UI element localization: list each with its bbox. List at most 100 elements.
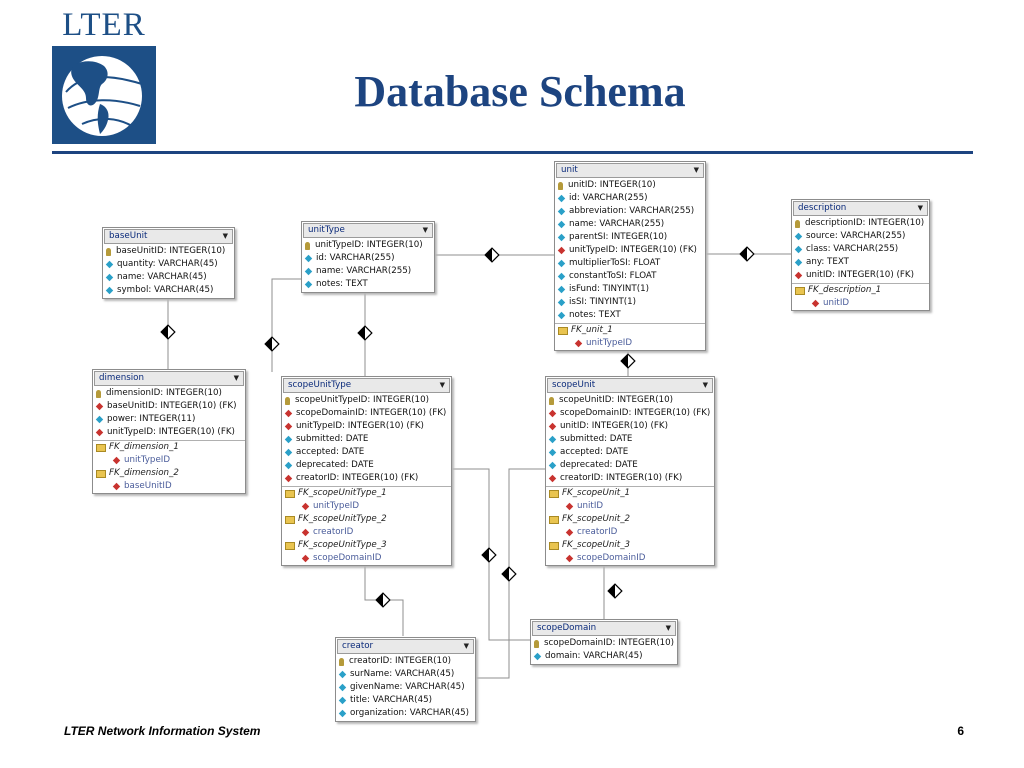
column-row[interactable]: multiplierToSI: FLOAT [555, 257, 705, 270]
table-scopeUnit[interactable]: scopeUnit ▼ scopeUnitID: INTEGER(10)scop… [545, 376, 715, 566]
column-row[interactable]: submitted: DATE [282, 433, 451, 446]
column-row[interactable]: unitID: INTEGER(10) [555, 179, 705, 192]
foreign-key-row[interactable]: FK_scopeUnitType_3 [282, 539, 451, 552]
column-row[interactable]: abbreviation: VARCHAR(255) [555, 205, 705, 218]
foreign-key-row[interactable]: FK_scopeUnitType_2 [282, 513, 451, 526]
column-row[interactable]: notes: TEXT [302, 278, 434, 291]
column-row[interactable]: scopeUnitID: INTEGER(10) [546, 394, 714, 407]
chevron-down-icon[interactable]: ▼ [693, 166, 699, 174]
chevron-down-icon[interactable]: ▼ [665, 624, 671, 632]
column-row[interactable]: deprecated: DATE [282, 459, 451, 472]
column-row[interactable]: unitID: INTEGER(10) (FK) [546, 420, 714, 433]
chevron-down-icon[interactable]: ▼ [702, 381, 708, 389]
foreign-key-row[interactable]: FK_unit_1 [555, 324, 705, 337]
table-creator[interactable]: creator ▼ creatorID: INTEGER(10)surName:… [335, 637, 476, 722]
table-header[interactable]: unitType ▼ [303, 223, 433, 238]
column-row[interactable]: isFund: TINYINT(1) [555, 283, 705, 296]
column-row[interactable]: submitted: DATE [546, 433, 714, 446]
column-row[interactable]: name: VARCHAR(255) [302, 265, 434, 278]
column-label: source: VARCHAR(255) [806, 231, 906, 241]
table-header[interactable]: scopeUnit ▼ [547, 378, 713, 393]
table-header[interactable]: scopeUnitType ▼ [283, 378, 450, 393]
column-row[interactable]: quantity: VARCHAR(45) [103, 258, 234, 271]
table-header[interactable]: dimension ▼ [94, 371, 244, 386]
table-unit[interactable]: unit ▼ unitID: INTEGER(10)id: VARCHAR(25… [554, 161, 706, 351]
cyan-diamond-icon [557, 194, 566, 203]
foreign-key-row[interactable]: FK_dimension_2 [93, 467, 245, 480]
column-row[interactable]: descriptionID: INTEGER(10) [792, 217, 929, 230]
foreign-key-column: unitTypeID [282, 500, 451, 513]
column-list: dimensionID: INTEGER(10)baseUnitID: INTE… [93, 387, 245, 440]
foreign-key-column: unitTypeID [555, 337, 705, 350]
table-baseUnit[interactable]: baseUnit ▼ baseUnitID: INTEGER(10)quanti… [102, 227, 235, 299]
column-row[interactable]: givenName: VARCHAR(45) [336, 681, 475, 694]
column-row[interactable]: id: VARCHAR(255) [555, 192, 705, 205]
column-row[interactable]: unitTypeID: INTEGER(10) (FK) [93, 426, 245, 439]
column-row[interactable]: scopeDomainID: INTEGER(10) (FK) [282, 407, 451, 420]
column-row[interactable]: name: VARCHAR(255) [555, 218, 705, 231]
column-row[interactable]: class: VARCHAR(255) [792, 243, 929, 256]
column-row[interactable]: baseUnitID: INTEGER(10) (FK) [93, 400, 245, 413]
column-row[interactable]: parentSI: INTEGER(10) [555, 231, 705, 244]
column-row[interactable]: scopeDomainID: INTEGER(10) (FK) [546, 407, 714, 420]
column-row[interactable]: baseUnitID: INTEGER(10) [103, 245, 234, 258]
column-row[interactable]: name: VARCHAR(45) [103, 271, 234, 284]
foreign-key-column-label: unitTypeID [124, 455, 171, 465]
column-label: parentSI: INTEGER(10) [569, 232, 668, 242]
foreign-key-row[interactable]: FK_scopeUnit_3 [546, 539, 714, 552]
column-row[interactable]: symbol: VARCHAR(45) [103, 284, 234, 297]
column-row[interactable]: unitTypeID: INTEGER(10) (FK) [555, 244, 705, 257]
chevron-down-icon[interactable]: ▼ [917, 204, 923, 212]
chevron-down-icon[interactable]: ▼ [233, 374, 239, 382]
column-label: surName: VARCHAR(45) [350, 669, 455, 679]
chevron-down-icon[interactable]: ▼ [422, 226, 428, 234]
column-row[interactable]: accepted: DATE [282, 446, 451, 459]
column-row[interactable]: id: VARCHAR(255) [302, 252, 434, 265]
foreign-key-row[interactable]: FK_dimension_1 [93, 441, 245, 454]
column-row[interactable]: domain: VARCHAR(45) [531, 650, 677, 663]
red-diamond-icon [548, 422, 557, 431]
table-header[interactable]: scopeDomain ▼ [532, 621, 676, 636]
column-row[interactable]: scopeUnitTypeID: INTEGER(10) [282, 394, 451, 407]
column-row[interactable]: any: TEXT [792, 256, 929, 269]
column-row[interactable]: source: VARCHAR(255) [792, 230, 929, 243]
chevron-down-icon[interactable]: ▼ [439, 381, 445, 389]
foreign-key-row[interactable]: FK_scopeUnit_1 [546, 487, 714, 500]
chevron-down-icon[interactable]: ▼ [222, 232, 228, 240]
column-row[interactable]: creatorID: INTEGER(10) (FK) [546, 472, 714, 485]
foreign-key-row[interactable]: FK_scopeUnitType_1 [282, 487, 451, 500]
column-row[interactable]: isSI: TINYINT(1) [555, 296, 705, 309]
column-label: name: VARCHAR(45) [117, 272, 207, 282]
table-description[interactable]: description ▼ descriptionID: INTEGER(10)… [791, 199, 930, 311]
table-header[interactable]: baseUnit ▼ [104, 229, 233, 244]
column-row[interactable]: constantToSI: FLOAT [555, 270, 705, 283]
foreign-key-row[interactable]: FK_scopeUnit_2 [546, 513, 714, 526]
column-row[interactable]: scopeDomainID: INTEGER(10) [531, 637, 677, 650]
column-row[interactable]: unitID: INTEGER(10) (FK) [792, 269, 929, 282]
table-header[interactable]: creator ▼ [337, 639, 474, 654]
table-unitType[interactable]: unitType ▼ unitTypeID: INTEGER(10)id: VA… [301, 221, 435, 293]
column-row[interactable]: power: INTEGER(11) [93, 413, 245, 426]
column-row[interactable]: unitTypeID: INTEGER(10) [302, 239, 434, 252]
column-row[interactable]: accepted: DATE [546, 446, 714, 459]
column-row[interactable]: dimensionID: INTEGER(10) [93, 387, 245, 400]
column-row[interactable]: creatorID: INTEGER(10) [336, 655, 475, 668]
page-number: 6 [957, 724, 964, 738]
table-scopeUnitType[interactable]: scopeUnitType ▼ scopeUnitTypeID: INTEGER… [281, 376, 452, 566]
table-header[interactable]: unit ▼ [556, 163, 704, 178]
column-row[interactable]: notes: TEXT [555, 309, 705, 322]
foreign-key-name: FK_scopeUnitType_1 [298, 488, 387, 498]
column-row[interactable]: organization: VARCHAR(45) [336, 707, 475, 720]
table-dimension[interactable]: dimension ▼ dimensionID: INTEGER(10)base… [92, 369, 246, 494]
table-header[interactable]: description ▼ [793, 201, 928, 216]
column-row[interactable]: deprecated: DATE [546, 459, 714, 472]
column-row[interactable]: creatorID: INTEGER(10) (FK) [282, 472, 451, 485]
chevron-down-icon[interactable]: ▼ [463, 642, 469, 650]
foreign-key-name: FK_scopeUnit_1 [562, 488, 631, 498]
foreign-key-row[interactable]: FK_description_1 [792, 284, 929, 297]
table-scopeDomain[interactable]: scopeDomain ▼ scopeDomainID: INTEGER(10)… [530, 619, 678, 665]
column-row[interactable]: surName: VARCHAR(45) [336, 668, 475, 681]
column-row[interactable]: unitTypeID: INTEGER(10) (FK) [282, 420, 451, 433]
column-row[interactable]: title: VARCHAR(45) [336, 694, 475, 707]
